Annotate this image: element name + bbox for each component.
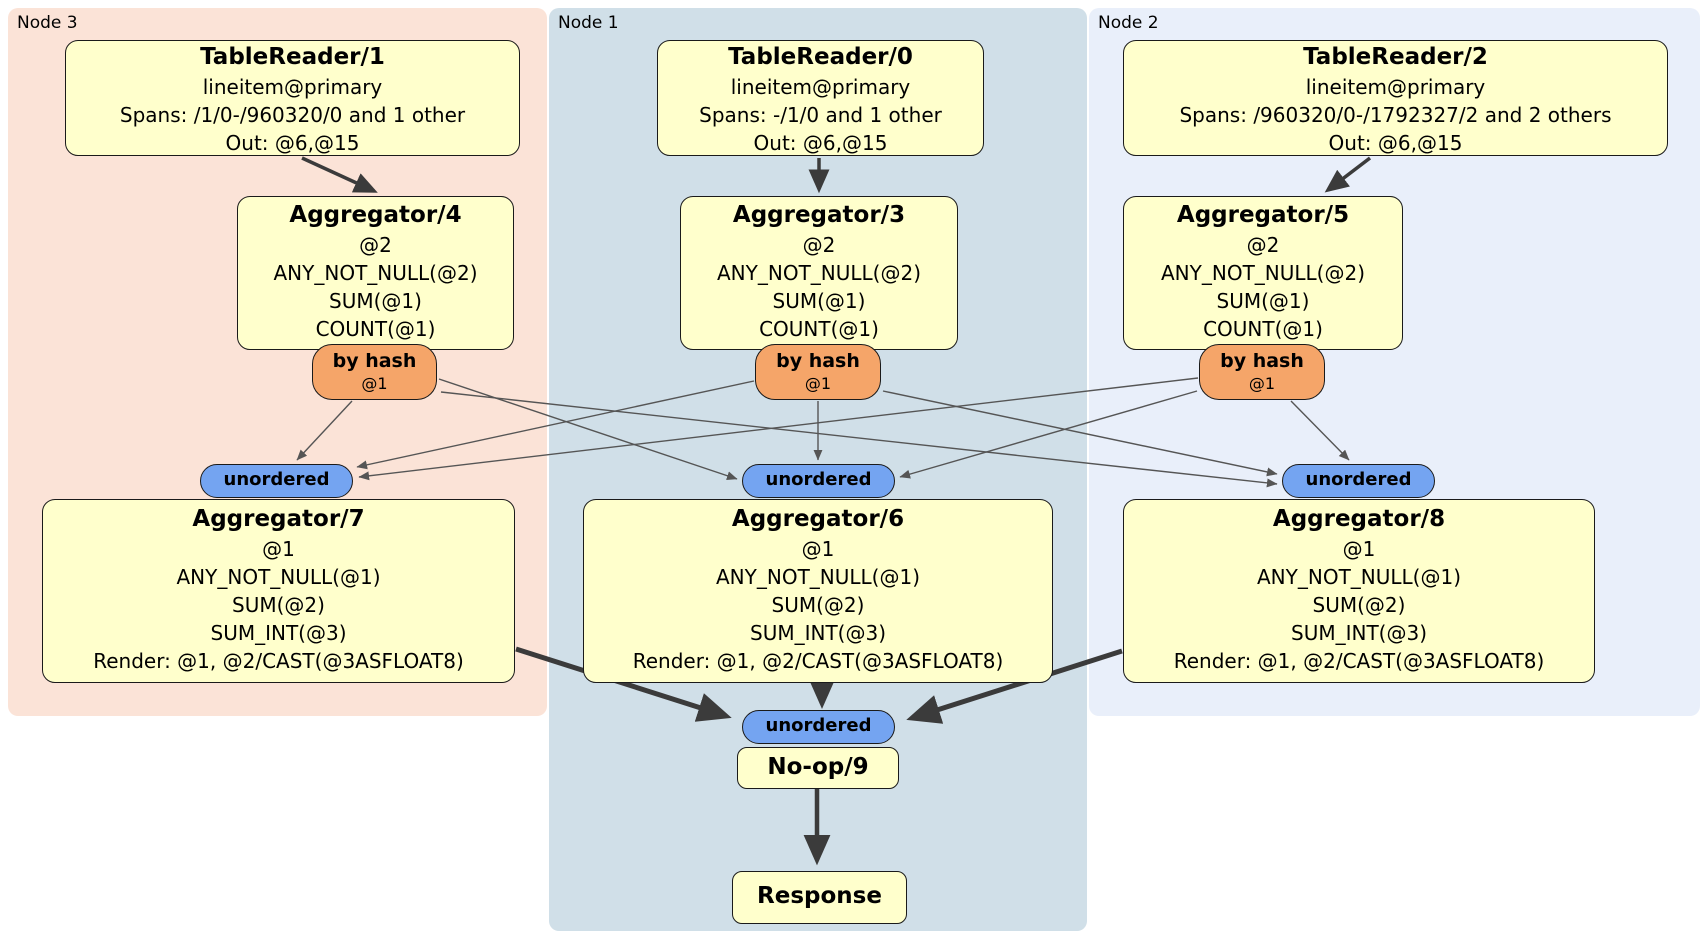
- edge-hash-node2-unordered-node3: [358, 377, 1199, 481]
- processor-detail: Render: @1, @2/CAST(@3ASFLOAT8): [1173, 649, 1545, 673]
- router-detail: @1: [804, 374, 832, 393]
- processor-detail: ANY_NOT_NULL(@1): [176, 565, 381, 589]
- processor-detail: Render: @1, @2/CAST(@3ASFLOAT8): [93, 649, 464, 673]
- processor-detail: ANY_NOT_NULL(@2): [273, 261, 478, 285]
- processor-detail: COUNT(@1): [1203, 317, 1323, 341]
- processor-title: Aggregator/7: [192, 506, 365, 532]
- processor-detail: SUM_INT(@3): [1291, 621, 1427, 645]
- router-detail: @1: [1248, 374, 1276, 393]
- processor-detail: Out: @6,@15: [225, 131, 360, 155]
- processor-detail: SUM(@1): [1216, 289, 1310, 313]
- edge-tablereader1-aggregator4: [301, 156, 378, 193]
- router-by-hash-node3: by hash @1: [312, 344, 437, 400]
- processor-detail: Spans: -/1/0 and 1 other: [699, 103, 942, 127]
- processor-title: Response: [757, 883, 882, 909]
- processor-detail: lineitem@primary: [730, 75, 911, 99]
- region-label-node1: Node 1: [558, 13, 619, 33]
- region-label-node2: Node 2: [1098, 13, 1159, 33]
- edge-hash-node1-unordered-node3: [356, 380, 755, 470]
- edge-tablereader2-aggregator5: [1324, 156, 1372, 193]
- processor-detail: Out: @6,@15: [1328, 131, 1463, 155]
- processor-detail: ANY_NOT_NULL(@2): [717, 261, 921, 285]
- processor-title: No-op/9: [767, 754, 869, 780]
- processor-tablereader1: TableReader/1 lineitem@primary Spans: /1…: [65, 40, 520, 156]
- processor-aggregator5: Aggregator/5 @2 ANY_NOT_NULL(@2) SUM(@1)…: [1123, 196, 1403, 350]
- processor-detail: SUM(@2): [1312, 593, 1406, 617]
- processor-detail: lineitem@primary: [202, 75, 383, 99]
- processor-detail: SUM(@2): [232, 593, 325, 617]
- processor-detail: Spans: /1/0-/960320/0 and 1 other: [119, 103, 466, 127]
- processor-aggregator4: Aggregator/4 @2 ANY_NOT_NULL(@2) SUM(@1)…: [237, 196, 514, 350]
- processor-detail: @1: [1342, 537, 1376, 561]
- processor-title: Aggregator/5: [1176, 202, 1350, 228]
- processor-detail: ANY_NOT_NULL(@1): [716, 565, 920, 589]
- sync-unordered-final: unordered: [742, 710, 895, 744]
- edge-hash-node3-unordered-node1: [438, 378, 738, 481]
- processor-detail: Render: @1, @2/CAST(@3ASFLOAT8): [632, 649, 1004, 673]
- processor-detail: @2: [802, 233, 836, 257]
- processor-tablereader2: TableReader/2 lineitem@primary Spans: /9…: [1123, 40, 1668, 156]
- processor-detail: SUM(@2): [771, 593, 865, 617]
- processor-response: Response: [732, 871, 907, 924]
- processor-detail: COUNT(@1): [759, 317, 879, 341]
- sync-unordered-node2: unordered: [1282, 464, 1435, 498]
- processor-title: TableReader/2: [1303, 44, 1488, 70]
- region-label-node3: Node 3: [17, 13, 78, 33]
- processor-detail: Out: @6,@15: [753, 131, 888, 155]
- processor-detail: SUM(@1): [772, 289, 866, 313]
- sync-unordered-node3: unordered: [200, 464, 353, 498]
- edge-hash-node3-unordered-node2: [440, 391, 1278, 488]
- processor-detail: @1: [801, 537, 835, 561]
- processor-title: TableReader/1: [200, 44, 385, 70]
- processor-noop9: No-op/9: [737, 747, 899, 789]
- processor-title: Aggregator/3: [732, 202, 906, 228]
- processor-detail: ANY_NOT_NULL(@1): [1257, 565, 1461, 589]
- processor-tablereader0: TableReader/0 lineitem@primary Spans: -/…: [657, 40, 984, 156]
- processor-detail: @2: [1246, 233, 1280, 257]
- processor-detail: lineitem@primary: [1305, 75, 1486, 99]
- edge-hash-node3-unordered-node3: [296, 400, 353, 461]
- router-label: by hash: [332, 350, 417, 372]
- router-label: by hash: [776, 350, 860, 372]
- sync-unordered-node1: unordered: [742, 464, 895, 498]
- processor-title: Aggregator/8: [1272, 506, 1446, 532]
- edge-hash-node2-unordered-node2: [1290, 400, 1350, 461]
- edge-hash-node2-unordered-node1: [899, 390, 1198, 479]
- edge-hash-node1-unordered-node2: [882, 390, 1278, 477]
- processor-title: Aggregator/6: [731, 506, 905, 532]
- processor-title: Aggregator/4: [289, 202, 462, 228]
- processor-detail: Spans: /960320/0-/1792327/2 and 2 others: [1179, 103, 1612, 127]
- processor-aggregator7: Aggregator/7 @1 ANY_NOT_NULL(@1) SUM(@2)…: [42, 499, 515, 683]
- processor-detail: @1: [262, 537, 295, 561]
- processor-detail: SUM(@1): [329, 289, 422, 313]
- processor-aggregator3: Aggregator/3 @2 ANY_NOT_NULL(@2) SUM(@1)…: [680, 196, 958, 350]
- processor-detail: ANY_NOT_NULL(@2): [1161, 261, 1365, 285]
- router-by-hash-node1: by hash @1: [755, 344, 881, 400]
- edge-aggregator8-unordered-final: [906, 648, 1123, 724]
- processor-detail: COUNT(@1): [315, 317, 436, 341]
- processor-detail: SUM_INT(@3): [210, 621, 347, 645]
- processor-aggregator6: Aggregator/6 @1 ANY_NOT_NULL(@1) SUM(@2)…: [583, 499, 1053, 683]
- router-detail: @1: [361, 374, 388, 393]
- router-by-hash-node2: by hash @1: [1199, 344, 1325, 400]
- router-label: by hash: [1220, 350, 1304, 372]
- processor-aggregator8: Aggregator/8 @1 ANY_NOT_NULL(@1) SUM(@2)…: [1123, 499, 1595, 683]
- processor-detail: @2: [359, 233, 392, 257]
- processor-title: TableReader/0: [728, 44, 913, 70]
- processor-detail: SUM_INT(@3): [750, 621, 886, 645]
